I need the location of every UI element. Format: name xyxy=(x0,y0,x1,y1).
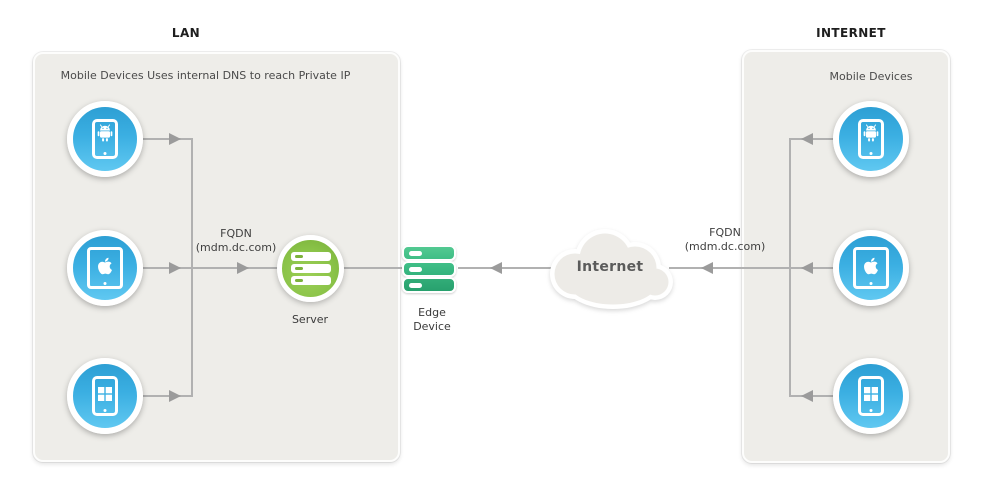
edge-rack-icon xyxy=(402,261,456,277)
android-robot-icon xyxy=(863,124,879,142)
home-button-dot xyxy=(869,409,873,412)
edge-device-label: Edge Device xyxy=(398,306,466,334)
fqdn-line2: (mdm.dc.com) xyxy=(684,240,766,253)
lan-apple-node xyxy=(67,230,143,306)
fqdn-line2: (mdm.dc.com) xyxy=(195,241,277,254)
home-button-dot xyxy=(869,282,873,285)
server-rack-icon xyxy=(290,276,331,285)
lan-connector-middle xyxy=(143,267,193,269)
lan-connector-top xyxy=(143,138,193,140)
cloud-to-internet-line xyxy=(669,267,834,269)
arrow-right-icon xyxy=(237,262,249,274)
lan-windows-node xyxy=(67,358,143,434)
arrow-left-icon xyxy=(801,262,813,274)
apple-tablet-icon xyxy=(853,247,889,289)
lan-fqdn-label: FQDN (mdm.dc.com) xyxy=(186,227,286,255)
arrow-left-icon xyxy=(701,262,713,274)
lan-android-node xyxy=(67,101,143,177)
fqdn-line1: FQDN xyxy=(220,227,252,240)
home-button-dot xyxy=(103,409,107,412)
internet-fqdn-label: FQDN (mdm.dc.com) xyxy=(675,226,775,254)
edge-to-cloud-line xyxy=(458,267,555,269)
server-rack-icon xyxy=(290,252,331,261)
server-label: Server xyxy=(291,313,329,326)
internet-bus-line xyxy=(789,138,791,397)
server-rack-icon xyxy=(290,264,331,273)
apple-tablet-icon xyxy=(87,247,123,289)
apple-logo-icon xyxy=(864,257,878,275)
edge-rack-icon xyxy=(402,245,456,261)
windows-phone-icon xyxy=(858,376,884,416)
internet-cloud-label: Internet xyxy=(576,259,644,275)
server-to-edge-line xyxy=(343,267,404,269)
fqdn-line1: FQDN xyxy=(709,226,741,239)
arrow-right-icon xyxy=(169,390,181,402)
apple-logo-icon xyxy=(98,257,112,275)
arrow-right-icon xyxy=(169,262,181,274)
arrow-right-icon xyxy=(169,133,181,145)
home-button-dot xyxy=(869,152,873,155)
home-button-dot xyxy=(103,282,107,285)
internet-caption: Mobile Devices xyxy=(829,70,913,83)
edge-led-pill xyxy=(409,250,422,256)
server-led-dash xyxy=(294,279,303,282)
edge-label-line1: Edge xyxy=(418,306,446,319)
server-node xyxy=(277,235,344,302)
internet-heading: INTERNET xyxy=(816,26,886,40)
android-robot-icon xyxy=(97,124,113,142)
edge-led-pill xyxy=(409,266,422,272)
edge-label-line2: Device xyxy=(413,320,451,333)
edge-rack-icon xyxy=(402,277,456,293)
lan-to-server-line xyxy=(192,267,278,269)
android-phone-icon xyxy=(858,119,884,159)
home-button-dot xyxy=(103,152,107,155)
lan-caption: Mobile Devices Uses internal DNS to reac… xyxy=(60,69,351,82)
internet-android-node xyxy=(833,101,909,177)
windows-logo-icon xyxy=(864,387,878,402)
windows-phone-icon xyxy=(92,376,118,416)
lan-connector-bottom xyxy=(143,395,193,397)
internet-cloud-icon xyxy=(550,229,673,309)
edge-device-node xyxy=(402,245,456,293)
arrow-left-icon xyxy=(490,262,502,274)
lan-heading: LAN xyxy=(171,26,201,40)
arrow-left-icon xyxy=(801,390,813,402)
internet-windows-node xyxy=(833,358,909,434)
edge-led-pill xyxy=(409,282,422,288)
android-phone-icon xyxy=(92,119,118,159)
internet-apple-node xyxy=(833,230,909,306)
server-led-dash xyxy=(294,267,303,270)
windows-logo-icon xyxy=(98,387,112,402)
server-led-dash xyxy=(294,255,303,258)
arrow-left-icon xyxy=(801,133,813,145)
